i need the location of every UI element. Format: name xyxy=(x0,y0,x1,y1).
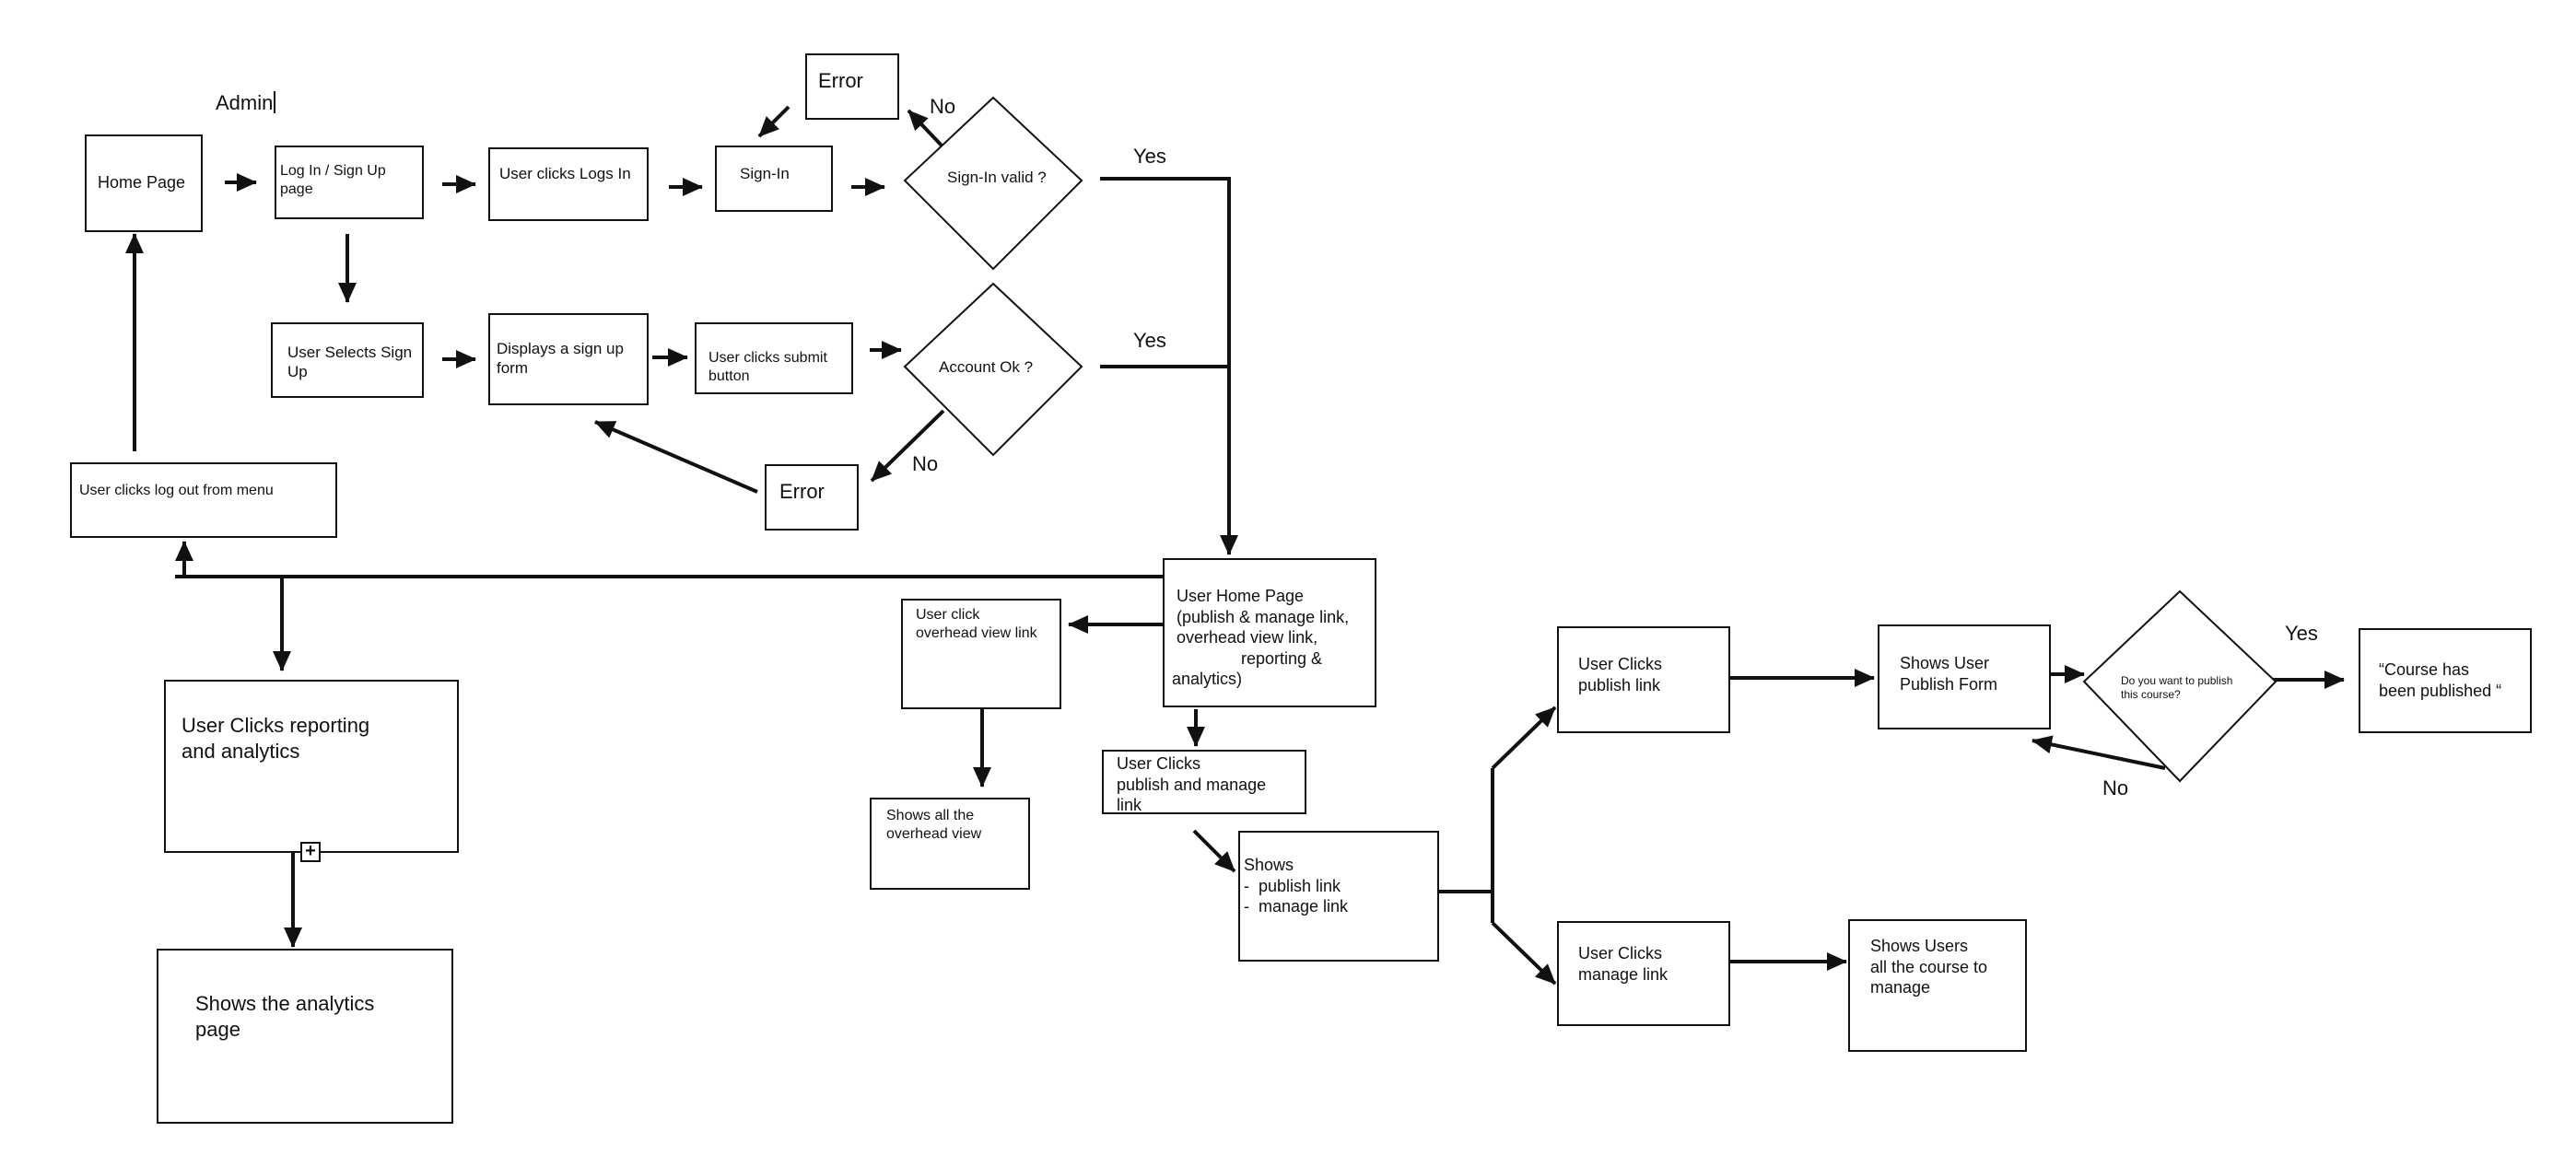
user-clicks-reporting-box xyxy=(164,680,459,853)
user-click-overhead-box xyxy=(901,599,1061,709)
user-home-page-label: User Home Page (publish & manage link, o… xyxy=(1172,587,1350,688)
user-clicks-publish-manage-label: User Clicks publish and manage link xyxy=(1117,754,1267,814)
edge-label-yes-account: Yes xyxy=(1133,329,1166,352)
shows-users-courses-label: Shows Users all the course to manage xyxy=(1870,937,1988,997)
user-clicks-manage-link-label: User Clicks manage link xyxy=(1578,944,1669,984)
decision-sign-in-valid xyxy=(903,96,1083,271)
account-ok-label: Account Ok ? xyxy=(939,358,1034,376)
text-cursor xyxy=(274,91,276,113)
want-to-publish-label: Do you want to publish this course? xyxy=(2121,674,2233,701)
shows-publish-form-label: Shows User Publish Form xyxy=(1900,654,1998,694)
user-clicks-submit-label: User clicks submit button xyxy=(708,350,827,384)
home-page-label: Home Page xyxy=(98,173,186,192)
shows-users-courses-box xyxy=(1848,919,2027,1052)
admin-label: Admin xyxy=(216,90,276,116)
displays-sign-up-form-label: Displays a sign up form xyxy=(497,340,624,378)
displays-sign-up-form-box xyxy=(488,313,649,405)
arrow-decision-no xyxy=(2032,735,2166,770)
arrow-valid-to-error xyxy=(907,109,943,147)
arrow-branch-to-publish xyxy=(1491,706,1557,770)
user-selects-sign-up-label: User Selects Sign Up xyxy=(287,344,413,381)
user-clicks-logs-in-label: User clicks Logs In xyxy=(499,165,631,182)
shows-links-label: Shows - publish link - manage link xyxy=(1244,856,1349,916)
course-published-box xyxy=(2359,628,2532,733)
expand-icon[interactable]: + xyxy=(300,842,321,862)
user-home-page-box xyxy=(1163,558,1376,707)
edge-label-yes-publish: Yes xyxy=(2285,622,2318,645)
user-clicks-submit-box xyxy=(695,322,853,394)
shows-overhead-box xyxy=(870,798,1030,890)
shows-overhead-label: Shows all the overhead view xyxy=(886,808,982,842)
line-yes-signin xyxy=(1100,177,1238,555)
shows-publish-form-box xyxy=(1878,624,2051,729)
user-clicks-logout-label: User clicks log out from menu xyxy=(79,483,274,498)
login-signup-page-label: Log In / Sign Up page xyxy=(280,163,386,197)
home-page-box xyxy=(85,134,203,232)
user-clicks-publish-link-box xyxy=(1557,626,1730,733)
edge-label-no-account: No xyxy=(912,452,939,475)
arrow-publishmanage-to-shows xyxy=(1192,829,1236,873)
edge-label-yes-signin: Yes xyxy=(1133,145,1166,168)
sign-in-valid-label: Sign-In valid ? xyxy=(947,169,1047,186)
shows-links-box xyxy=(1238,831,1439,962)
user-clicks-logout-box xyxy=(70,462,337,538)
expand-icon-glyph: + xyxy=(305,841,316,861)
user-clicks-publish-link-label: User Clicks publish link xyxy=(1578,655,1663,694)
user-click-overhead-label: User click overhead view link xyxy=(916,607,1037,641)
user-clicks-reporting-label: User Clicks reporting and analytics xyxy=(181,714,370,763)
admin-text: Admin xyxy=(216,91,274,114)
arrow-branch-to-manage xyxy=(1491,921,1557,986)
arrow-error-to-signin xyxy=(757,105,790,138)
shows-analytics-box xyxy=(157,949,453,1124)
user-selects-sign-up-box xyxy=(271,322,424,398)
edge-label-no-signin: No xyxy=(930,95,956,118)
arrow-accountok-to-error xyxy=(870,409,945,483)
sign-in-box xyxy=(715,146,833,212)
shows-analytics-label: Shows the analytics page xyxy=(195,992,375,1041)
arrow-error-to-form xyxy=(594,420,758,494)
sign-in-label: Sign-In xyxy=(740,165,790,182)
login-signup-page-box xyxy=(275,146,424,219)
decision-account-ok xyxy=(903,282,1083,457)
error-bottom-box xyxy=(765,464,859,531)
user-clicks-manage-link-box xyxy=(1557,921,1730,1026)
course-published-label: “Course has been published “ xyxy=(2379,660,2502,700)
decision-want-to-publish xyxy=(2082,589,2277,783)
error-top-box xyxy=(805,53,899,120)
error-bottom-label: Error xyxy=(779,480,825,503)
user-clicks-publish-manage-box xyxy=(1102,750,1306,814)
error-top-label: Error xyxy=(818,69,863,92)
edge-label-no-publish: No xyxy=(2102,776,2129,799)
user-clicks-logs-in-box xyxy=(488,147,649,221)
